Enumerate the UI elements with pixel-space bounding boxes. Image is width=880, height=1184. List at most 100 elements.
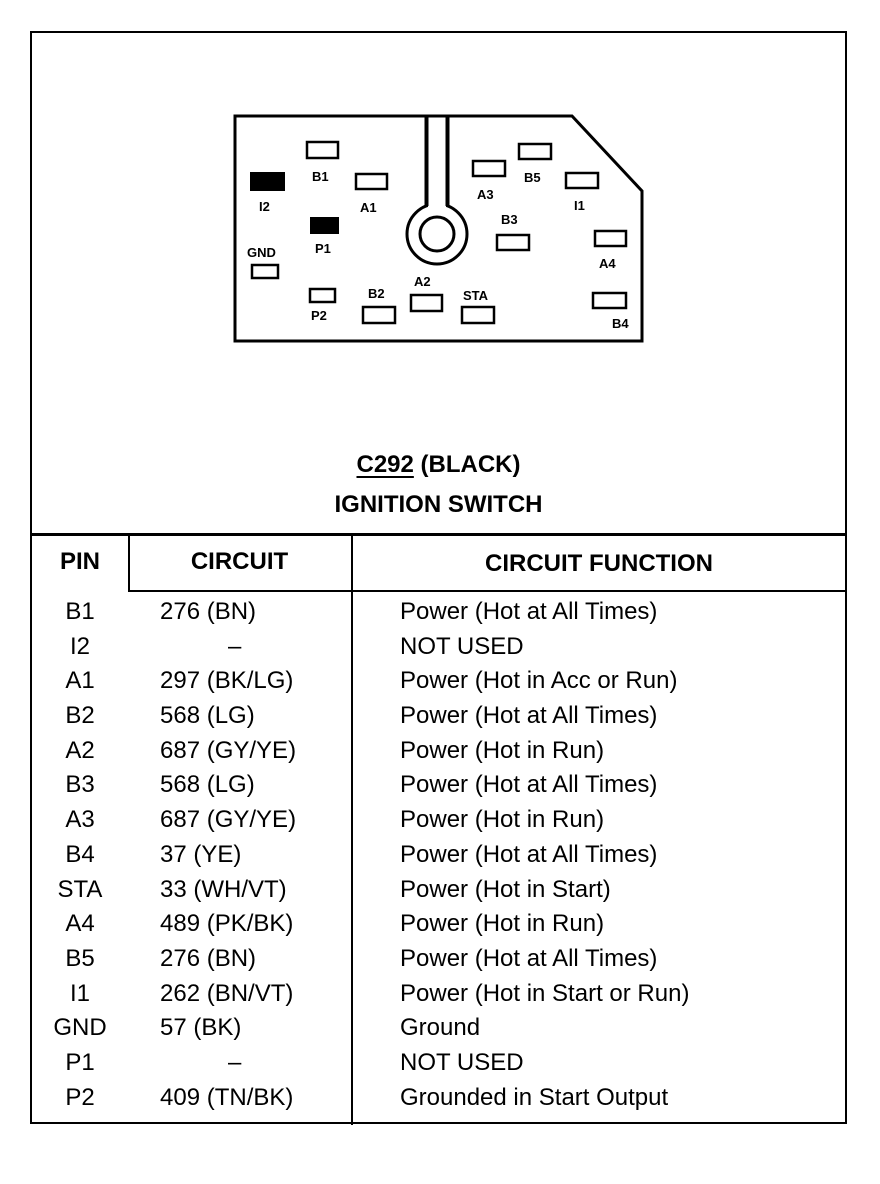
table-row: A2 687 (GY/YE) Power (Hot in Run) — [32, 737, 845, 772]
terminal-b4 — [591, 291, 628, 310]
cell-circuit-function: Power (Hot in Run) — [400, 736, 605, 764]
header-circuit: CIRCUIT — [190, 548, 289, 575]
pin-label-gnd: GND — [247, 245, 276, 260]
cell-pin: P1 — [65, 1048, 95, 1076]
table-row: P1 – NOT USED — [32, 1049, 845, 1084]
pin-label-a4: A4 — [599, 256, 616, 271]
cell-circuit: 687 (GY/YE) — [160, 736, 297, 764]
terminal-a3 — [471, 159, 507, 178]
terminal-a1 — [354, 172, 389, 191]
column-divider-circuit — [351, 536, 353, 1125]
cell-pin: A1 — [65, 667, 95, 695]
cell-circuit: 297 (BK/LG) — [160, 667, 294, 695]
terminal-b1 — [305, 140, 340, 160]
key-ring-inner — [418, 215, 456, 253]
cell-circuit-function: Power (Hot at All Times) — [400, 598, 658, 625]
header-pin: PIN — [59, 548, 100, 575]
cell-pin: P2 — [65, 1083, 95, 1111]
pin-label-p2: P2 — [311, 308, 327, 323]
cell-circuit: 687 (GY/YE) — [160, 806, 297, 834]
connector-color: (BLACK) — [420, 451, 521, 478]
terminal-sta — [460, 305, 496, 325]
cell-pin: B1 — [65, 598, 95, 625]
pin-label-b1: B1 — [312, 169, 329, 184]
cell-circuit-function: NOT USED — [400, 1048, 524, 1076]
cell-pin: A3 — [65, 806, 95, 834]
pin-label-i2: I2 — [259, 199, 270, 214]
pin-label-a3: A3 — [477, 187, 494, 202]
terminal-b5 — [517, 142, 553, 161]
terminal-a4 — [593, 229, 628, 248]
pin-label-a1: A1 — [360, 200, 377, 215]
table-row: A3 687 (GY/YE) Power (Hot in Run) — [32, 806, 845, 841]
pin-label-b3: B3 — [501, 212, 518, 227]
cell-circuit: 57 (BK) — [160, 1014, 242, 1042]
connector-face-diagram: I2 B1 A1 P1 GND P2 B2 A2 STA A3 B5 I1 B3… — [233, 114, 644, 343]
pin-label-b5: B5 — [524, 170, 541, 185]
cell-circuit-function: Power (Hot in Start) — [400, 875, 611, 903]
terminal-i1 — [564, 171, 600, 190]
cell-circuit: 568 (LG) — [160, 702, 255, 730]
cell-circuit: 37 (YE) — [160, 840, 242, 868]
terminal-p1 — [310, 217, 339, 234]
cell-circuit: 568 (LG) — [160, 771, 255, 799]
cell-circuit-function: Power (Hot at All Times) — [400, 702, 658, 730]
cell-circuit: 33 (WH/VT) — [160, 875, 287, 903]
pin-label-b4: B4 — [612, 316, 629, 331]
pin-label-b2: B2 — [368, 286, 385, 301]
terminal-i2 — [250, 172, 285, 191]
terminal-b2 — [361, 305, 397, 325]
cell-circuit-function: Power (Hot in Start or Run) — [400, 979, 690, 1007]
cell-pin: I2 — [69, 632, 90, 660]
cell-circuit-function: NOT USED — [400, 632, 524, 660]
cell-pin: GND — [53, 1014, 107, 1042]
table-row: I2 – NOT USED — [32, 633, 845, 668]
cell-circuit: 262 (BN/VT) — [160, 979, 294, 1007]
table-row: B3 568 (LG) Power (Hot at All Times) — [32, 771, 845, 806]
pin-label-i1: I1 — [574, 198, 585, 213]
terminal-a2 — [409, 293, 444, 313]
cell-circuit: – — [228, 632, 242, 660]
terminal-b3 — [495, 233, 531, 252]
cell-circuit-function: Power (Hot at All Times) — [400, 771, 658, 799]
table-row: STA 33 (WH/VT) Power (Hot in Start) — [32, 876, 845, 911]
cell-circuit: 489 (PK/BK) — [160, 910, 294, 938]
connector-diagram-area: I2 B1 A1 P1 GND P2 B2 A2 STA A3 B5 I1 B3… — [32, 33, 845, 533]
header-rule — [128, 590, 845, 592]
pin-label-sta: STA — [463, 288, 489, 303]
cell-circuit-function: Power (Hot in Run) — [400, 910, 605, 938]
terminal-gnd — [250, 263, 280, 280]
terminal-p2 — [308, 287, 337, 304]
table-row: B2 568 (LG) Power (Hot at All Times) — [32, 702, 845, 737]
cell-pin: I1 — [69, 979, 90, 1007]
cell-circuit: 276 (BN) — [160, 944, 257, 972]
cell-circuit-function: Grounded in Start Output — [400, 1083, 669, 1111]
cell-pin: B2 — [65, 702, 95, 730]
cell-circuit-function: Power (Hot at All Times) — [400, 840, 658, 868]
connector-name: IGNITION SWITCH — [334, 491, 543, 518]
cell-pin: STA — [57, 875, 103, 903]
column-divider-pin — [128, 536, 130, 590]
cell-circuit-function: Power (Hot in Run) — [400, 806, 605, 834]
cell-circuit-function: Power (Hot at All Times) — [400, 944, 658, 972]
table-row: P2 409 (TN/BK) Grounded in Start Output — [32, 1084, 845, 1119]
cell-circuit: 409 (TN/BK) — [160, 1083, 294, 1111]
cell-pin: A2 — [65, 736, 95, 764]
pin-label-a2: A2 — [414, 274, 431, 289]
cell-circuit-function: Power (Hot in Acc or Run) — [400, 667, 678, 695]
cell-circuit: – — [228, 1048, 242, 1076]
connector-caption: C292 (BLACK) — [32, 451, 845, 479]
connector-id: C292 — [356, 451, 414, 478]
table-row: A1 297 (BK/LG) Power (Hot in Acc or Run) — [32, 667, 845, 702]
key-slot-mask — [428, 193, 446, 209]
header-circuit-function: CIRCUIT FUNCTION — [485, 550, 713, 577]
table-row: I1 262 (BN/VT) Power (Hot in Start or Run) — [32, 980, 845, 1015]
cell-pin: B3 — [65, 771, 95, 799]
cell-pin: B5 — [65, 944, 95, 972]
